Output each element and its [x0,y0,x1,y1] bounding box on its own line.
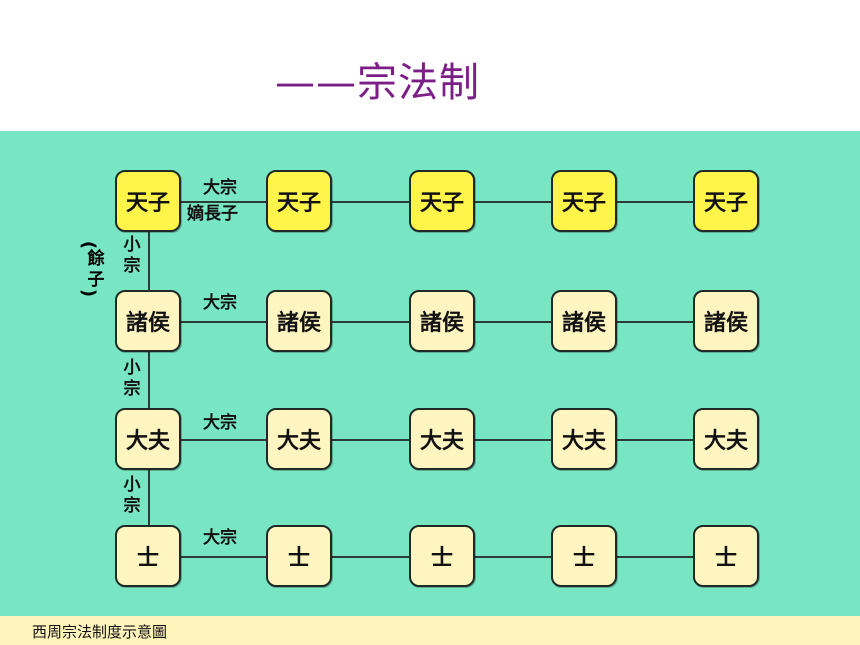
main-lineage-vertical-line [148,201,150,576]
vertical-label-xiaozong-1: 小 宗 [122,235,142,277]
side-note-yuzi: ( 餘 子 ) [78,239,112,299]
page-title: ——宗法制 [275,60,480,106]
vertical-label-xiaozong-2: 小 宗 [122,358,142,400]
node-zhuhou-1: 諸侯 [115,290,181,352]
node-dafu-1: 大夫 [115,408,181,470]
caption-text: 西周宗法制度示意圖 [32,623,168,641]
node-tianzi-1: 天子 [115,170,181,232]
node-dafu-3: 大夫 [409,408,475,470]
side-note-char: 子 [87,270,105,290]
vertical-label-char: 小 [123,358,141,378]
vertical-label-xiaozong-3: 小 宗 [122,475,142,517]
vertical-label-char: 宗 [123,256,141,276]
edge-label-dazong-row3: 大宗 [203,413,237,433]
node-shi-5: 士 [693,525,759,587]
node-dafu-5: 大夫 [693,408,759,470]
node-shi-1: 士 [115,525,181,587]
edge-label-dazong-row4: 大宗 [203,528,237,548]
side-note-open-paren: ( [78,240,100,250]
vertical-label-char: 小 [123,235,141,255]
node-zhuhou-5: 諸侯 [693,290,759,352]
edge-label-dazong-row1: 大宗 [203,178,237,198]
edge-label-dazong-row2: 大宗 [203,293,237,313]
edge-label-dizhangzi: 嫡長子 [187,204,238,224]
node-tianzi-2: 天子 [266,170,332,232]
node-shi-3: 士 [409,525,475,587]
node-tianzi-3: 天子 [409,170,475,232]
node-dafu-2: 大夫 [266,408,332,470]
patriarchal-clan-diagram: 天子 天子 天子 天子 天子 諸侯 諸侯 諸侯 諸侯 諸侯 大夫 大夫 大夫 大… [0,131,860,616]
vertical-label-char: 宗 [123,379,141,399]
node-shi-2: 士 [266,525,332,587]
vertical-label-char: 小 [123,475,141,495]
node-tianzi-5: 天子 [693,170,759,232]
node-zhuhou-3: 諸侯 [409,290,475,352]
node-dafu-4: 大夫 [551,408,617,470]
node-zhuhou-4: 諸侯 [551,290,617,352]
vertical-label-char: 宗 [123,496,141,516]
side-note-close-paren: ) [78,288,100,298]
caption-bar: 西周宗法制度示意圖 [0,616,860,645]
node-shi-4: 士 [551,525,617,587]
node-tianzi-4: 天子 [551,170,617,232]
node-zhuhou-2: 諸侯 [266,290,332,352]
side-note-char: 餘 [87,249,105,269]
